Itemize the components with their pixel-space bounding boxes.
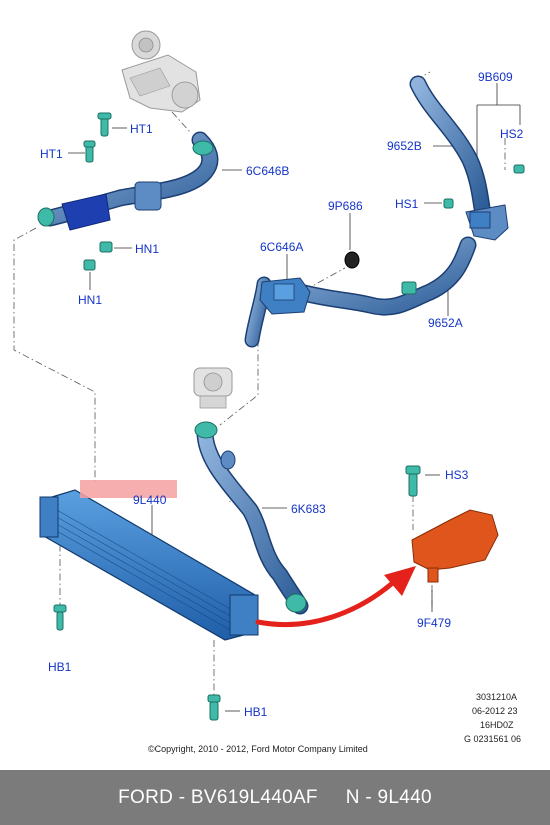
label-9p686: 9P686 — [328, 199, 363, 213]
hose-9652a — [291, 236, 477, 316]
label-9b609: 9B609 — [478, 70, 513, 84]
label-6k683: 6K683 — [291, 502, 326, 516]
label-hb1-left: HB1 — [48, 660, 72, 674]
throttle-body-illustration — [193, 367, 233, 409]
label-hb1-bottom: HB1 — [244, 705, 268, 719]
highlight-arrow — [255, 566, 416, 628]
turbocharger-illustration — [121, 30, 201, 113]
illustration-code-4: G 0231561 06 — [464, 734, 522, 744]
fasteners-right — [443, 164, 525, 209]
bracket-9b609 — [465, 204, 509, 241]
hose-6k683 — [194, 421, 309, 615]
illustration-code-1: 3031210A — [476, 692, 518, 702]
bolts-hb1 — [53, 604, 221, 721]
hose-6c646b — [37, 131, 219, 231]
illustration-code-2: 06-2012 23 — [472, 706, 518, 716]
label-ht1-left: HT1 — [40, 147, 63, 161]
housing-6c646a — [244, 276, 311, 348]
label-ht1-right: HT1 — [130, 122, 153, 136]
label-9f479: 9F479 — [417, 616, 452, 630]
footer-bar: FORD - BV619L440AF N - 9L440 — [0, 770, 550, 825]
label-hn1-right: HN1 — [135, 242, 160, 256]
intercooler-9l440 — [39, 489, 259, 641]
label-leaders — [68, 83, 521, 712]
label-6c646b: 6C646B — [246, 164, 290, 178]
bolt-hs3 — [405, 465, 421, 497]
label-6c646a: 6C646A — [260, 240, 304, 254]
fasteners-upper-left — [83, 112, 113, 271]
parts-diagram — [13, 30, 525, 721]
hose-9652b — [409, 75, 491, 217]
sensor-9f479 — [411, 509, 499, 583]
label-hs3: HS3 — [445, 468, 469, 482]
label-hs1: HS1 — [395, 197, 419, 211]
highlight-box — [80, 480, 177, 498]
label-9652a: 9652A — [428, 316, 463, 330]
clamp-9p686 — [344, 251, 360, 269]
part-number-text: FORD - BV619L440AF N - 9L440 — [118, 787, 432, 808]
label-hs2: HS2 — [500, 127, 524, 141]
label-hn1-bottom: HN1 — [78, 293, 103, 307]
illustration-code-3: 16HD0Z — [480, 720, 514, 730]
label-9l440: 9L440 — [133, 493, 167, 507]
label-9652b: 9652B — [387, 139, 422, 153]
copyright-text: ©Copyright, 2010 - 2012, Ford Motor Comp… — [148, 744, 368, 754]
